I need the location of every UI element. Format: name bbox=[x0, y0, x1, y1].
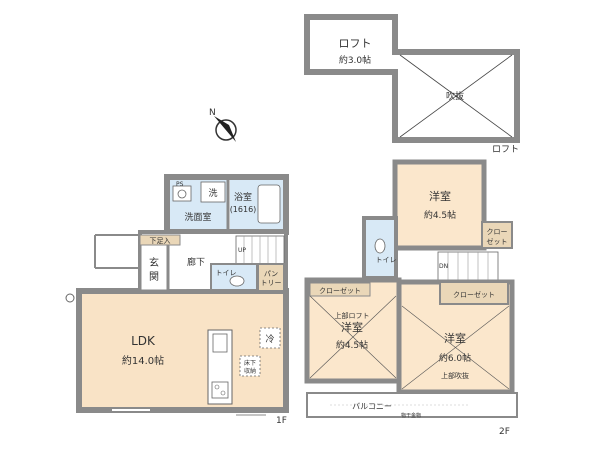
washroom-name: 洗面室 bbox=[184, 211, 211, 223]
ldk-room bbox=[76, 288, 289, 413]
void-label: 吹抜 bbox=[446, 90, 464, 102]
stairs-2f bbox=[437, 251, 499, 281]
toilet-1f-icon bbox=[229, 275, 245, 287]
loft-floor-label: ロフト bbox=[492, 145, 519, 155]
loft-area: 約3.0帖 bbox=[339, 54, 371, 66]
loft-above-line bbox=[309, 295, 397, 379]
room-north-name: 洋室 bbox=[429, 189, 451, 203]
closet-north-label-1: クロー bbox=[487, 228, 508, 236]
compass: N bbox=[209, 108, 237, 142]
room-southeast-area: 約6.0帖 bbox=[439, 352, 471, 364]
toilet-2f-icon bbox=[374, 238, 386, 254]
balcony-label: バルコニー bbox=[352, 402, 392, 411]
first-floor-plan: LDK 約14.0帖 浴室 (1616) 洗面室 洗 PS 玄 関 下足入 廊下… bbox=[65, 174, 289, 426]
fridge-label: 冷 bbox=[265, 333, 274, 345]
bath-name: 浴室 bbox=[234, 191, 252, 203]
fridge-space bbox=[259, 327, 281, 349]
entrance-room bbox=[138, 242, 170, 293]
dn-label: DN bbox=[439, 263, 448, 270]
shoe-storage-label: 下足入 bbox=[150, 237, 171, 245]
ldk-name: LDK bbox=[131, 334, 156, 348]
closet-southeast-label: クローゼット bbox=[453, 290, 495, 299]
closet-southwest bbox=[309, 282, 371, 297]
bath-size: (1616) bbox=[230, 205, 257, 214]
ps-label: PS bbox=[176, 181, 184, 188]
washer-space bbox=[200, 181, 226, 203]
second-floor-plan: 洋室 約4.5帖 クロー ゼット トイレ DN クローゼット クローゼット 上部… bbox=[304, 159, 518, 437]
ldk-area: 約14.0帖 bbox=[122, 354, 164, 367]
void-above-line bbox=[401, 305, 510, 390]
room-north-area: 約4.5帖 bbox=[424, 209, 456, 221]
compass-north-label: N bbox=[209, 108, 216, 118]
entrance-label-1: 玄 bbox=[149, 256, 159, 269]
room-southwest-area: 約4.5帖 bbox=[336, 339, 368, 351]
closet-southwest-label: クローゼット bbox=[319, 286, 361, 295]
bathtub-icon bbox=[257, 184, 281, 224]
room-southeast-name: 洋室 bbox=[444, 331, 466, 345]
toilet-1f-label: トイレ bbox=[216, 269, 237, 277]
pantry-label-1: パン bbox=[264, 270, 278, 278]
room-north bbox=[392, 159, 487, 251]
closet-north bbox=[481, 221, 513, 249]
pantry-label-2: トリー bbox=[261, 279, 282, 287]
drying-label: 物干金物 bbox=[401, 412, 421, 419]
hall-label: 廊下 bbox=[187, 256, 205, 268]
underfloor-storage bbox=[239, 355, 261, 377]
loft-plan: ロフト 約3.0帖 吹抜 ロフト bbox=[304, 14, 520, 155]
underfloor-label-2: 収納 bbox=[244, 367, 256, 375]
loft-wall bbox=[304, 14, 520, 143]
sink-basin-icon bbox=[177, 189, 187, 199]
room-southwest-name: 洋室 bbox=[341, 320, 363, 334]
sink-icon bbox=[172, 185, 192, 202]
underfloor-label-1: 床下 bbox=[244, 359, 256, 367]
stairs-1f bbox=[235, 235, 285, 265]
stove-icon bbox=[211, 381, 229, 399]
toilet-2f-label: トイレ bbox=[376, 256, 397, 264]
up-label: UP bbox=[238, 247, 246, 254]
room-southwest-note: 上部ロフト bbox=[335, 311, 370, 320]
porch-outline bbox=[94, 234, 140, 269]
shoe-storage bbox=[139, 234, 181, 246]
entrance-label-2: 関 bbox=[149, 271, 159, 283]
first-floor-label: 1F bbox=[276, 416, 287, 426]
void-cross-line bbox=[399, 54, 513, 138]
compass-needle-icon bbox=[214, 116, 236, 142]
room-southwest bbox=[304, 277, 402, 384]
loft-name: ロフト bbox=[339, 37, 372, 50]
second-floor-label: 2F bbox=[499, 427, 510, 437]
outdoor-faucet-icon bbox=[65, 293, 75, 303]
washer-label: 洗 bbox=[208, 187, 217, 199]
closet-north-label-2: ゼット bbox=[487, 237, 508, 246]
room-southeast-note: 上部吹抜 bbox=[441, 371, 469, 380]
pantry-room bbox=[257, 263, 285, 292]
closet-southeast bbox=[439, 281, 509, 305]
kitchen-sink-icon bbox=[212, 333, 228, 353]
